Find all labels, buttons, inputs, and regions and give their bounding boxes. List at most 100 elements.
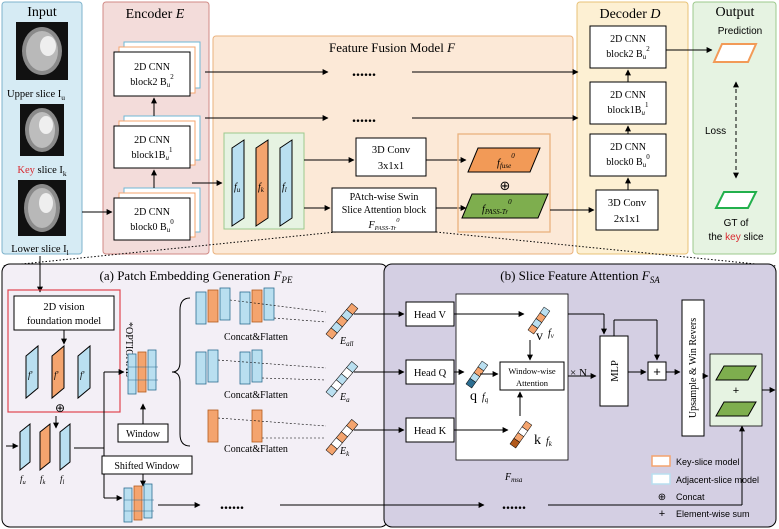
legend: Key-slice model Adjacent-slice model ⊕ C…	[651, 455, 759, 520]
svg-text:MLP: MLP	[610, 360, 621, 382]
encoder-block0: 2D CNN block0 Bu0	[113, 187, 201, 241]
svg-text:fk: fk	[258, 182, 265, 194]
fk-label: fk	[546, 436, 553, 448]
msa-label: Fmsa	[504, 472, 523, 484]
encoder-block1: 2D CNN block1Bu1	[113, 115, 201, 169]
gt-label-2: the key slice	[708, 232, 763, 243]
v-label: v	[536, 329, 543, 344]
svg-text:f': f'	[28, 370, 34, 380]
encoder-title: Encoder E	[126, 7, 185, 22]
svg-text:Head K: Head K	[414, 426, 447, 437]
svg-text:Element-wise sum: Element-wise sum	[676, 509, 750, 519]
upper-slice-label: Upper slice Iu	[7, 89, 65, 102]
svg-text:Attention: Attention	[516, 378, 549, 388]
output-title: Output	[716, 5, 755, 20]
legend-adjacent-swatch	[651, 473, 671, 485]
svg-text:Shifted Window: Shifted Window	[114, 461, 180, 472]
svg-text:Head Q: Head Q	[414, 368, 447, 379]
shifted-window-box: Shifted Window	[101, 455, 193, 475]
head-v: Head V	[405, 301, 455, 327]
legend-key-swatch	[651, 455, 671, 467]
ffuse-pass-group: ffuse0 ⊕ fPASS-Tr0	[457, 133, 551, 233]
svg-text:Upsample & Win Revers: Upsample & Win Revers	[688, 318, 699, 418]
svg-text:2D vision: 2D vision	[43, 302, 85, 313]
vfm-concat-symbol: ⊕	[55, 401, 65, 415]
svg-text:2D CNN: 2D CNN	[134, 135, 170, 146]
k-label: k	[534, 433, 541, 448]
svg-text:fl: fl	[60, 474, 65, 486]
svg-text:Window-wise: Window-wise	[508, 366, 556, 376]
head-q: Head Q	[405, 359, 455, 385]
svg-text:foundation model: foundation model	[27, 316, 101, 327]
embedding-group-key: Concat&Flatten Ek	[207, 409, 359, 458]
vfm-features: f' f' f'	[25, 344, 91, 400]
sa-dots: ......	[502, 496, 526, 513]
pe-title: (a) Patch Embedding Generation FPE	[100, 268, 293, 285]
embedding-group-adjacent: Concat&Flatten Ea	[195, 349, 359, 404]
fusion-dots-2: ......	[352, 109, 376, 126]
shifted-windowed-stack	[123, 483, 154, 523]
svg-text:Concat: Concat	[676, 492, 705, 502]
decoder-block2: 2D CNN block2 Bu2	[589, 25, 667, 69]
loss-label: Loss	[705, 126, 726, 137]
residual-plus: +	[647, 361, 667, 381]
fusion-title: Feature Fusion Model F	[329, 40, 456, 55]
q-label: q	[470, 389, 477, 404]
k-token	[509, 420, 533, 449]
ct-lower-slice	[18, 180, 66, 236]
svg-text:f': f'	[54, 370, 60, 380]
svg-text:Eall: Eall	[339, 336, 354, 348]
window-box: Window	[117, 423, 169, 443]
svg-text:Concat&Flatten: Concat&Flatten	[224, 332, 288, 343]
fusion-dots-1: ......	[352, 63, 376, 80]
svg-text:Concat&Flatten: Concat&Flatten	[224, 390, 288, 401]
fq-label: fq	[482, 392, 489, 404]
svg-text:3D Conv: 3D Conv	[608, 198, 647, 209]
window-wise-attention: Window-wise Attention	[499, 361, 565, 391]
svg-text:+: +	[733, 385, 739, 397]
svg-text:2x1x1: 2x1x1	[614, 214, 640, 225]
head-k: Head K	[405, 417, 455, 443]
optional-label: *OPTIONAL*	[123, 322, 134, 382]
gt-label-1: GT of	[724, 218, 749, 229]
svg-text:FPASS-Tr0: FPASS-Tr0	[368, 217, 401, 232]
decoder-conv3d-2x1x1: 3D Conv 2x1x1	[595, 189, 659, 231]
svg-text:block1Bu1: block1Bu1	[132, 146, 173, 162]
pass-tr-block: PAtch-wise Swin Slice Attention block FP…	[331, 187, 437, 233]
decoder-block0: 2D CNN block0 Bu0	[589, 133, 667, 177]
svg-text:+: +	[659, 508, 665, 520]
output-sum-group: +	[709, 353, 763, 427]
ct-upper-slice	[16, 22, 68, 80]
mlp-box: MLP	[599, 335, 629, 407]
svg-text:⊕: ⊕	[658, 492, 666, 503]
svg-text:2D CNN: 2D CNN	[134, 62, 170, 73]
svg-text:fu: fu	[234, 182, 241, 194]
upsample-win-reverse: Upsample & Win Revers	[681, 299, 705, 437]
decoder-block1: 2D CNN block1Bu1	[589, 81, 667, 125]
svg-text:Key-slice model: Key-slice model	[676, 457, 740, 467]
prediction-map	[712, 43, 758, 63]
decoder-title: Decoder D	[599, 7, 660, 22]
svg-text:2D CNN: 2D CNN	[610, 142, 646, 153]
svg-text:block2 Bu2: block2 Bu2	[606, 45, 650, 61]
svg-text:Window: Window	[126, 429, 161, 440]
svg-text:fPASS-Tr0: fPASS-Tr0	[482, 198, 512, 216]
v-token	[527, 306, 551, 335]
sa-title: (b) Slice Feature Attention FSA	[500, 268, 660, 285]
svg-text:2D CNN: 2D CNN	[610, 34, 646, 45]
svg-text:Ea: Ea	[339, 392, 350, 404]
ct-key-slice	[20, 104, 64, 156]
conv3d-3x1x1: 3D Conv 3x1x1	[355, 137, 427, 177]
svg-text:block2 Bu2: block2 Bu2	[130, 73, 174, 89]
svg-text:Adjacent-slice model: Adjacent-slice model	[676, 475, 759, 485]
svg-text:+: +	[653, 364, 661, 379]
pe-dots: ......	[220, 496, 244, 513]
svg-text:block0 Bu0: block0 Bu0	[130, 218, 174, 234]
prediction-label: Prediction	[718, 26, 762, 37]
svg-text:block1Bu1: block1Bu1	[608, 101, 649, 117]
svg-text:PAtch-wise Swin: PAtch-wise Swin	[350, 192, 419, 203]
input-title: Input	[27, 5, 57, 20]
svg-text:3D Conv: 3D Conv	[372, 145, 411, 156]
vfm-box: 2D vision foundation model	[13, 295, 115, 331]
